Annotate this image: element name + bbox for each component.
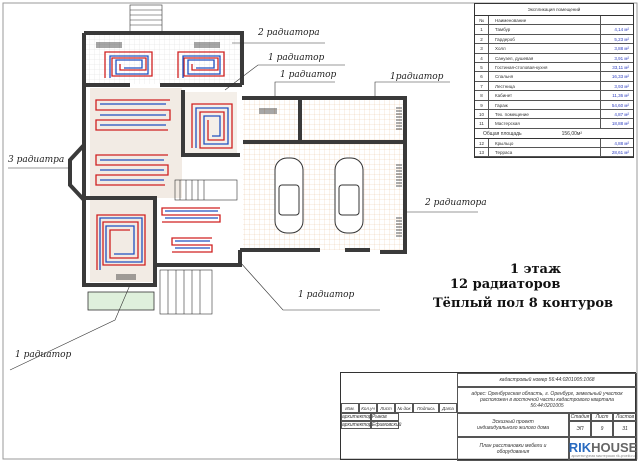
sheets-header: Листов [613,413,637,421]
schedule-title: Экспликация помещений [475,4,633,16]
label-garage: 2 радиатора [425,198,487,208]
radiator-count: 12 радиаторов [450,277,561,292]
sheet-header: Лист [591,413,613,421]
col-no: № [475,16,489,25]
greenhouse [87,291,155,311]
role-2: архитектор [341,421,372,429]
stage: ЭП [569,421,591,437]
title-block-col: Лист [377,403,395,413]
title-block-col: Кол.уч [359,403,377,413]
garage [243,98,405,250]
name-1: Рыков [371,413,399,421]
label-bay: 3 радиатра [8,155,65,165]
underfloor-count: Тёплый пол 8 контуров [433,296,614,311]
label-bottom: 1 радиатор [15,350,72,360]
title-block: кадастровый номер 56:44:0201005:1068 адр… [340,372,637,461]
brand-logo: RIKHOUSE архитектурная мастерская rik-pr… [569,437,637,461]
title-block-col: Дата [439,403,457,413]
sheet: 9 [591,421,613,437]
bedroom [90,200,154,282]
drawing-name: План расстановки мебели и оборудования [457,437,569,461]
stage-header: Стадия [569,413,591,421]
label-entry: 1 радиатор [298,290,355,300]
name-2: Ефимовский [371,421,402,429]
address: адрес: Оренбургская область, г. Оренбург… [457,387,637,413]
title-block-col: № док [395,403,413,413]
label-radiator-3: 1радиатор [390,72,444,82]
title-block-col: Изм. [341,403,359,413]
sheets: 31 [613,421,637,437]
label-radiator-2: 1 радиатор [280,70,337,80]
role-1: архитектор [341,413,372,421]
bedroom-small [185,92,237,154]
label-radiator-1: 1 радиатор [268,53,325,63]
floor-title: 1 этаж [510,262,562,277]
label-top-room: 2 радиатора [258,28,320,38]
project-name: Эскизный проект индивидуального жилого д… [457,413,569,437]
title-block-col: Подпись [413,403,439,413]
cadastral-number: кадастровый номер 56:44:0201005:1068 [457,373,637,387]
col-name: Наименование [489,16,601,25]
